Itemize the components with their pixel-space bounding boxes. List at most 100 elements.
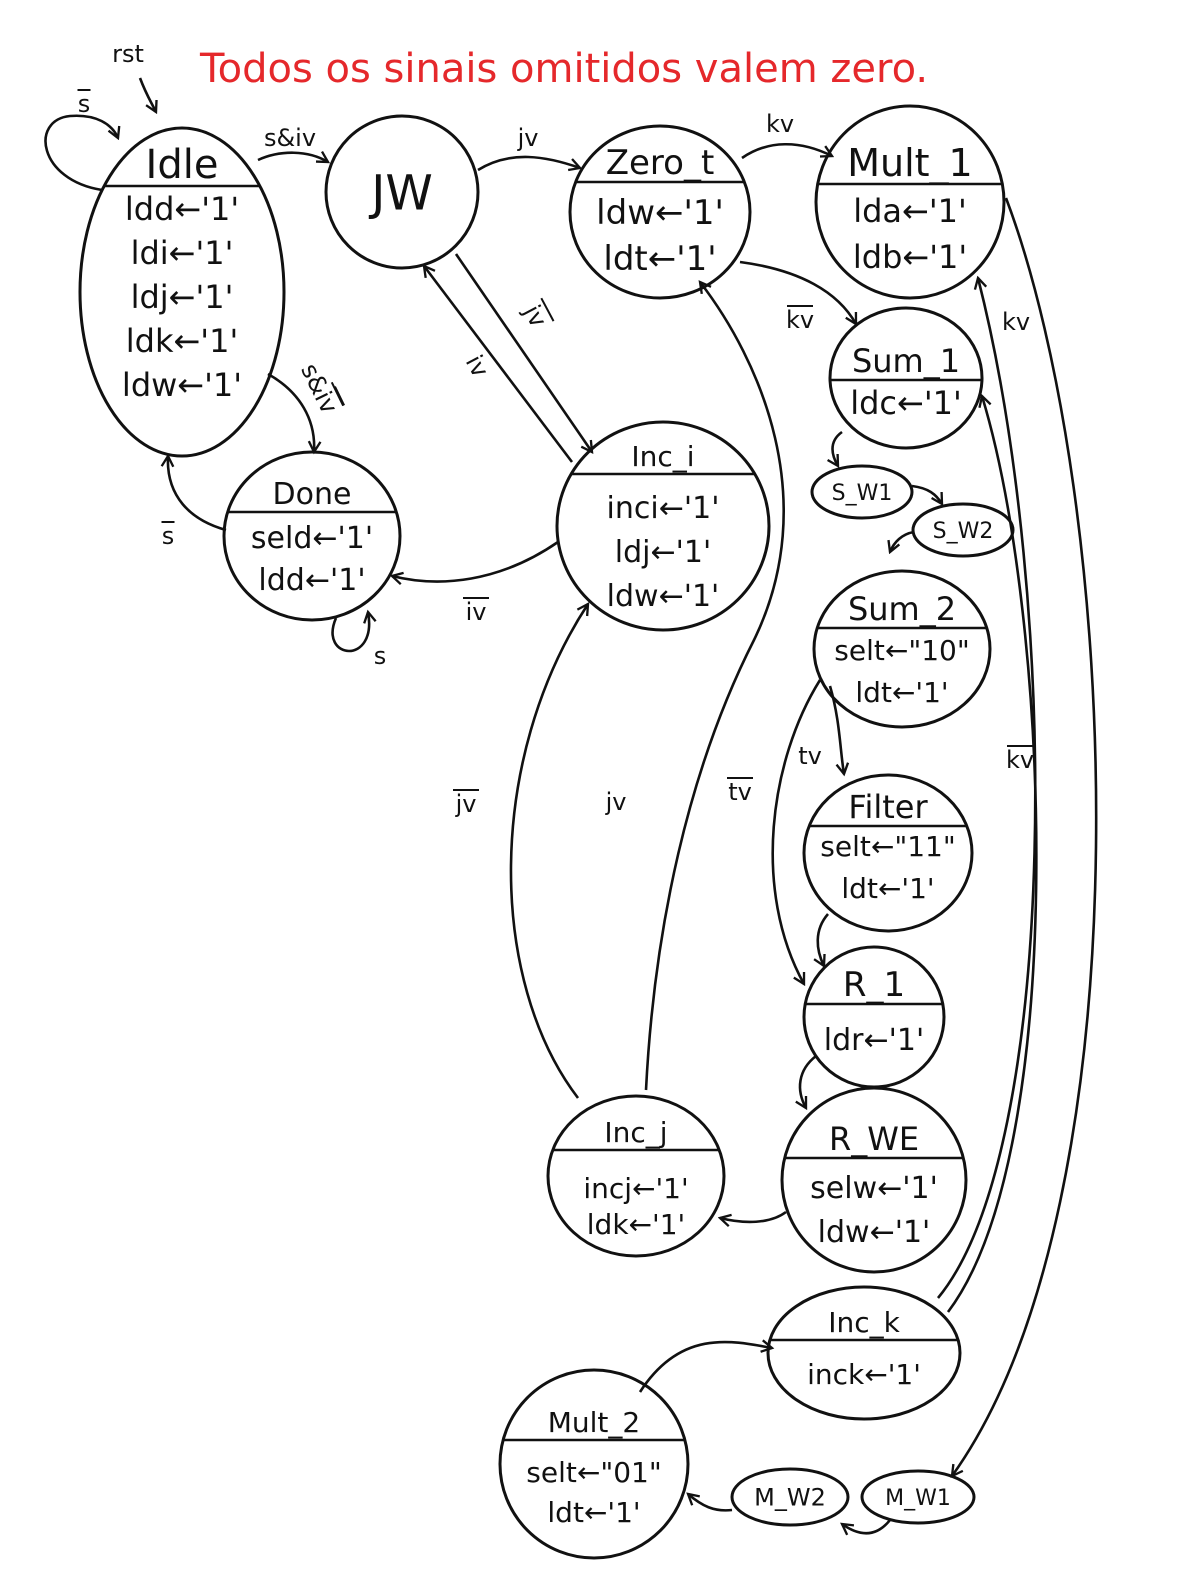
state-outline — [568, 124, 752, 300]
state-name: Sum_2 — [848, 590, 956, 628]
transition-arrow-rwe-incj — [720, 1210, 787, 1222]
svg-text:jv: jv — [517, 124, 539, 152]
transition-arrow-sw1-sw2 — [911, 484, 942, 504]
transition-label-idle-done: s&iv — [295, 359, 345, 418]
svg-text:s&iv: s&iv — [264, 124, 316, 152]
transition-arrow-s2-r1 — [771, 679, 822, 984]
state-outline — [498, 1368, 690, 1560]
transition-arrow-sw2-s2 — [890, 530, 915, 552]
transition-label-idle-jw: s&iv — [264, 124, 316, 152]
state-outline — [780, 1086, 968, 1274]
state-action: seld←'1' — [251, 521, 373, 556]
state-name: JW — [368, 165, 433, 221]
svg-text:iv: iv — [460, 350, 495, 382]
transition-arrow-inci-done — [392, 540, 559, 582]
negation-bar — [330, 381, 345, 407]
svg-text:jv: jv — [455, 790, 477, 818]
state-outline — [78, 126, 286, 458]
state-name: S_W1 — [832, 481, 893, 506]
state-action: selt←"11" — [820, 830, 955, 863]
transition-label-jw-inci: jv — [517, 297, 555, 332]
state-action: selw←'1' — [810, 1171, 938, 1206]
transition-arrows — [44, 77, 1098, 1533]
state-name: Done — [273, 477, 352, 512]
svg-text:kv: kv — [1006, 746, 1034, 774]
state-action: ldr←'1' — [824, 1023, 924, 1058]
transition-arrow-jw-inci — [454, 253, 592, 452]
transition-label-inck-s1: kv — [1006, 745, 1034, 774]
state-action: ldb←'1' — [853, 238, 967, 276]
svg-text:iv: iv — [466, 598, 487, 626]
state-action: ldt←'1' — [547, 1496, 640, 1529]
state-m-w1: M_W1 — [860, 1469, 976, 1525]
state-outline — [812, 569, 992, 729]
transition-label-zero-s1: kv — [786, 305, 814, 334]
state-action: ldj←'1' — [131, 278, 234, 316]
transition-arrow-s1-sw1 — [833, 430, 843, 466]
transition-label-inci-done: iv — [463, 597, 489, 626]
svg-text:s: s — [78, 90, 91, 118]
state-action: ldi←'1' — [131, 234, 234, 272]
state-name: M_W1 — [885, 1486, 951, 1511]
state-action: ldw←'1' — [596, 193, 724, 233]
transition-arrow-idle-jw — [257, 153, 328, 162]
state-mult-1: Mult_1 lda←'1' ldb←'1' — [814, 104, 1006, 300]
svg-text:kv: kv — [1002, 308, 1030, 336]
state-action: selt←"10" — [834, 634, 969, 667]
state-action: ldd←'1' — [125, 190, 239, 228]
transition-arrow-done-self — [331, 612, 370, 653]
state-action: inci←'1' — [607, 491, 720, 526]
state-action: ldt←'1' — [855, 676, 948, 709]
svg-text:s: s — [374, 642, 387, 670]
state-name: Inc_i — [631, 440, 694, 473]
state-action: ldj←'1' — [615, 535, 711, 570]
transition-arrow-mw1-mw2 — [842, 1519, 892, 1533]
transition-arrow-zero-m1 — [741, 142, 832, 160]
state-action: lda←'1' — [853, 192, 967, 230]
state-m-w2: M_W2 — [730, 1467, 850, 1527]
state-s-w1: S_W1 — [810, 464, 914, 520]
transition-label-incj-zero: jv — [605, 788, 627, 816]
state-name: S_W2 — [933, 519, 994, 544]
transition-arrow-mw2-m2 — [688, 1494, 733, 1512]
transition-arrow-r1-rwe — [800, 1054, 817, 1108]
state-name: R_WE — [829, 1120, 919, 1158]
state-action: ldt←'1' — [603, 239, 716, 279]
state-jw: JW — [324, 114, 480, 270]
state-outline — [555, 420, 771, 632]
svg-text:tv: tv — [798, 742, 822, 770]
state-action: selt←"01" — [526, 1456, 661, 1489]
state-sum-2: Sum_2 selt←"10" ldt←'1' — [812, 569, 992, 729]
transition-arrow-jw-zero — [477, 155, 580, 170]
svg-text:jv: jv — [517, 300, 552, 332]
transition-label-jw-zero: jv — [517, 124, 539, 152]
transition-label-s2-r1: tv — [727, 777, 753, 806]
state-name: Mult_2 — [548, 1406, 640, 1439]
state-name: Mult_1 — [847, 141, 973, 185]
state-action: ldk←'1' — [126, 322, 239, 360]
svg-text:tv: tv — [728, 778, 752, 806]
state-name: Inc_k — [828, 1306, 900, 1339]
transition-label-done-self: s — [374, 642, 387, 670]
transition-arrow-incj-zero — [644, 282, 785, 1091]
transition-arrow-m2-inck — [638, 1342, 772, 1393]
state-outline — [814, 104, 1006, 300]
transition-arrow-done-idle — [168, 456, 227, 532]
transition-arrow-idle-self — [44, 114, 118, 192]
transition-label-zero-m1: kv — [766, 110, 794, 138]
state-name: Inc_j — [604, 1116, 667, 1149]
transition-label-done-idle: s — [161, 521, 175, 550]
transition-arrow-inck-s1 — [946, 396, 1038, 1313]
transition-arrow-s2-filter — [828, 685, 844, 774]
state-action: ldk←'1' — [587, 1208, 685, 1241]
state-action: ldc←'1' — [850, 384, 962, 422]
reset-label: rst — [112, 40, 144, 68]
state-outline — [324, 114, 480, 270]
